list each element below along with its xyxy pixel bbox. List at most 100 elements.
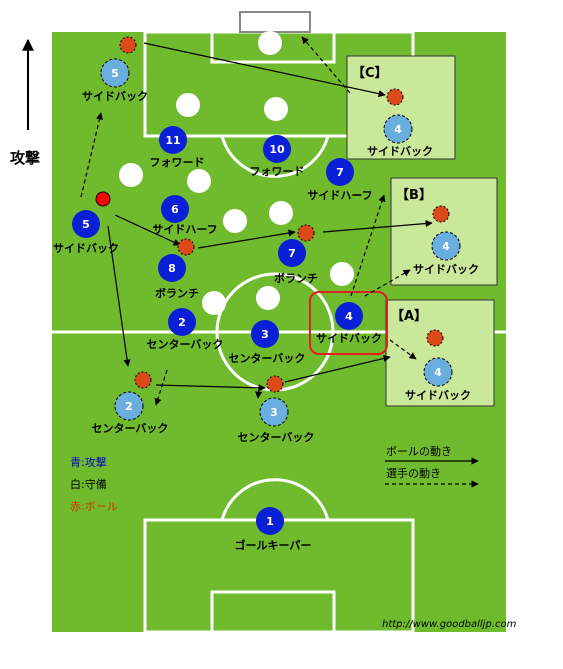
attacker-4: 4 サイドバック xyxy=(316,302,382,345)
zone-a-label: 【A】 xyxy=(391,308,427,324)
zones: 【C】 【B】 【A】 xyxy=(346,55,498,407)
svg-text:4: 4 xyxy=(434,366,442,379)
svg-text:4: 4 xyxy=(345,310,353,323)
attacker-1-goalkeeper: 1 ゴールキーパー xyxy=(235,507,312,552)
ball-arrow xyxy=(114,214,181,246)
ball-marker xyxy=(134,371,152,389)
ghost-player-4-zone-a: 4 サイドバック xyxy=(405,357,471,402)
bottom-penalty-arc xyxy=(220,478,330,521)
ghost-player-5: 5 サイドバック xyxy=(82,58,148,103)
ghost-player-4-zone-c: 4 サイドバック xyxy=(367,114,433,158)
svg-text:7: 7 xyxy=(336,166,344,179)
ghost-player-2: 2 センターバック xyxy=(92,391,169,435)
svg-text:サイドバック: サイドバック xyxy=(53,242,119,255)
defender xyxy=(223,209,247,233)
ball-arrow xyxy=(322,219,433,233)
svg-text:ゴールキーパー: ゴールキーパー xyxy=(235,538,312,552)
top-penalty-arc xyxy=(220,135,330,178)
player-arrow xyxy=(364,269,411,297)
attacker-7-volante: 7 ボランチ xyxy=(274,239,318,285)
svg-text:7: 7 xyxy=(288,247,296,260)
svg-text:8: 8 xyxy=(168,262,176,275)
player-arrow xyxy=(154,369,168,406)
ball-marker xyxy=(432,205,450,223)
attacker-10: 10 フォワード xyxy=(250,135,305,178)
ball-arrow xyxy=(284,354,391,383)
zone-b-label: 【B】 xyxy=(396,187,432,203)
ball-arrow xyxy=(107,225,131,367)
legend: 青:攻撃 白:守備 赤:ボール ボールの動き 選手の動き xyxy=(70,444,479,513)
attacker-2: 2 センターバック xyxy=(147,308,224,351)
ball-start xyxy=(95,191,111,207)
attacker-5: 5 サイドバック xyxy=(53,210,119,255)
defender xyxy=(187,169,211,193)
svg-text:ボランチ: ボランチ xyxy=(155,286,199,300)
top-goal xyxy=(239,11,311,33)
svg-text:3: 3 xyxy=(261,328,269,341)
zone-b xyxy=(390,177,498,286)
svg-text:3: 3 xyxy=(270,406,278,419)
ghost-player-4-zone-b: 4 サイドバック xyxy=(413,231,479,276)
svg-text:1: 1 xyxy=(266,515,274,528)
ball-arrow xyxy=(155,384,266,392)
ghost-player-3: 3 センターバック xyxy=(238,397,315,444)
defender xyxy=(258,31,282,55)
ball-marker xyxy=(266,375,284,393)
attacker-7-side-half: 7 サイドハーフ xyxy=(307,158,373,202)
attack-direction: 攻撃 xyxy=(10,38,40,167)
attacker-11: 11 フォワード xyxy=(150,126,205,169)
player-arrow xyxy=(350,194,386,297)
svg-text:サイドバック: サイドバック xyxy=(405,389,471,402)
player-arrow xyxy=(80,112,104,198)
defenders xyxy=(119,31,354,315)
defender xyxy=(269,201,293,225)
attacker-3: 3 センターバック xyxy=(229,320,306,365)
svg-text:2: 2 xyxy=(125,400,133,413)
ball-marker xyxy=(426,329,444,347)
svg-text:フォワード: フォワード xyxy=(150,156,205,169)
ball-positions xyxy=(95,36,450,393)
highlight-box xyxy=(309,291,388,355)
player-movement-arrows xyxy=(80,36,417,406)
defender xyxy=(256,286,280,310)
svg-text:サイドバック: サイドバック xyxy=(413,263,479,276)
legend-red: 赤:ボール xyxy=(70,500,118,513)
svg-text:サイドバック: サイドバック xyxy=(82,90,148,103)
svg-text:4: 4 xyxy=(394,123,402,136)
attacker-6: 6 サイドハーフ xyxy=(152,195,218,236)
svg-text:センターバック: センターバック xyxy=(147,338,224,351)
svg-text:サイドハーフ: サイドハーフ xyxy=(152,223,217,236)
legend-player-move: 選手の動き xyxy=(386,466,441,480)
defender xyxy=(264,97,288,121)
svg-text:サイドバック: サイドバック xyxy=(367,145,433,158)
bottom-goal-area xyxy=(210,590,336,634)
zone-c-label: 【C】 xyxy=(352,65,388,81)
defender xyxy=(119,163,143,187)
player-arrow xyxy=(255,387,263,399)
svg-text:6: 6 xyxy=(171,203,179,216)
svg-text:4: 4 xyxy=(442,240,450,253)
ball-marker xyxy=(177,238,195,256)
svg-text:サイドハーフ: サイドハーフ xyxy=(307,189,372,202)
ball-marker xyxy=(386,88,404,106)
ball-movement-arrows xyxy=(107,42,433,392)
attacker-8: 8 ボランチ xyxy=(155,254,199,300)
legend-blue: 青:攻撃 xyxy=(70,455,107,469)
svg-text:フォワード: フォワード xyxy=(250,165,305,178)
ball-arrow xyxy=(197,229,296,249)
defender xyxy=(176,93,200,117)
player-arrow xyxy=(301,36,351,94)
svg-text:センターバック: センターバック xyxy=(229,352,306,365)
svg-text:センターバック: センターバック xyxy=(92,422,169,435)
ball-marker xyxy=(297,224,315,242)
svg-text:センターバック: センターバック xyxy=(238,431,315,444)
ghost-players: 5 サイドバック 4 サイドバック 4 サイドバック 4 サイドバック 2 セン… xyxy=(82,58,479,444)
attack-label: 攻撃 xyxy=(10,149,40,167)
svg-text:サイドバック: サイドバック xyxy=(316,332,382,345)
ball-marker xyxy=(119,36,137,54)
svg-text:10: 10 xyxy=(269,143,285,156)
svg-text:11: 11 xyxy=(165,134,180,147)
svg-text:5: 5 xyxy=(82,218,90,231)
legend-white: 白:守備 xyxy=(70,477,107,491)
svg-text:2: 2 xyxy=(178,316,186,329)
